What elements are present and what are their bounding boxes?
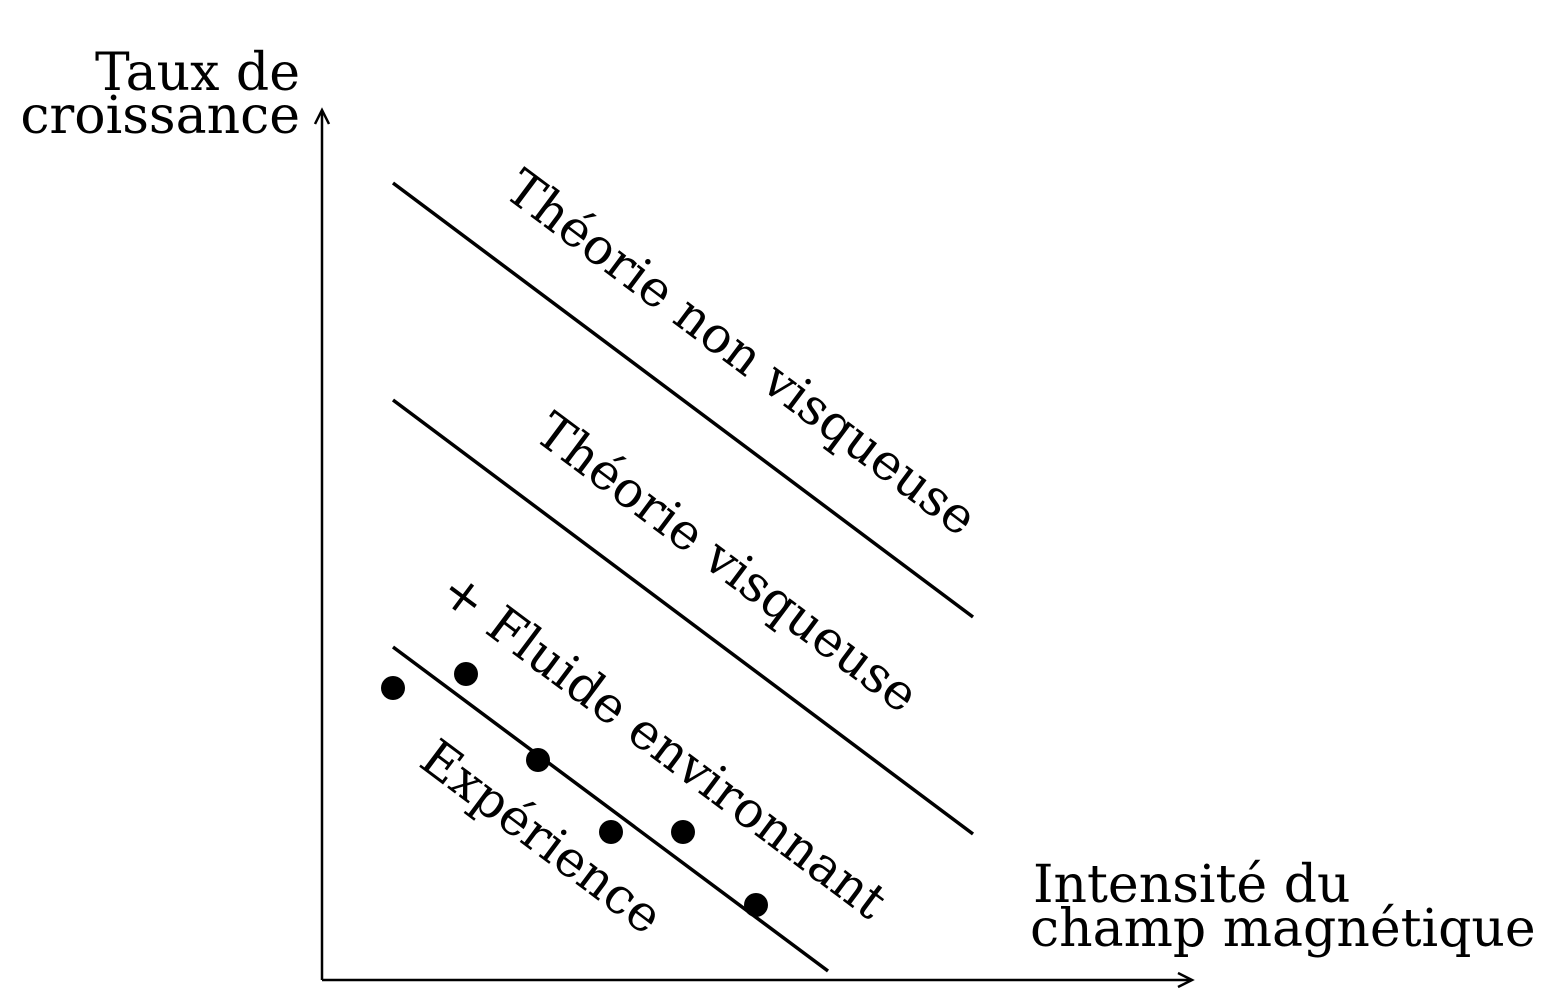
x-axis-arrowhead [1177, 971, 1195, 989]
y-axis-arrowhead [313, 107, 331, 125]
x-axis-label-line2: champ magnétique [1030, 899, 1536, 959]
experiment-point [454, 662, 478, 686]
y-axis-label-line2: croissance [20, 86, 300, 146]
surrounding-fluid-line [391, 645, 830, 973]
y-axis-label-line1: Taux de [95, 43, 300, 103]
inviscid-theory-line [391, 181, 975, 619]
experiment-point [599, 820, 623, 844]
viscous-theory-line [391, 398, 975, 836]
x-axis-label-line1: Intensité du [1033, 855, 1350, 915]
experiment-point [744, 893, 768, 917]
experiment-point [526, 748, 550, 772]
experiment-point [671, 820, 695, 844]
inviscid-theory-label: Théorie non visqueuse [495, 158, 988, 547]
experiment-point [381, 676, 405, 700]
